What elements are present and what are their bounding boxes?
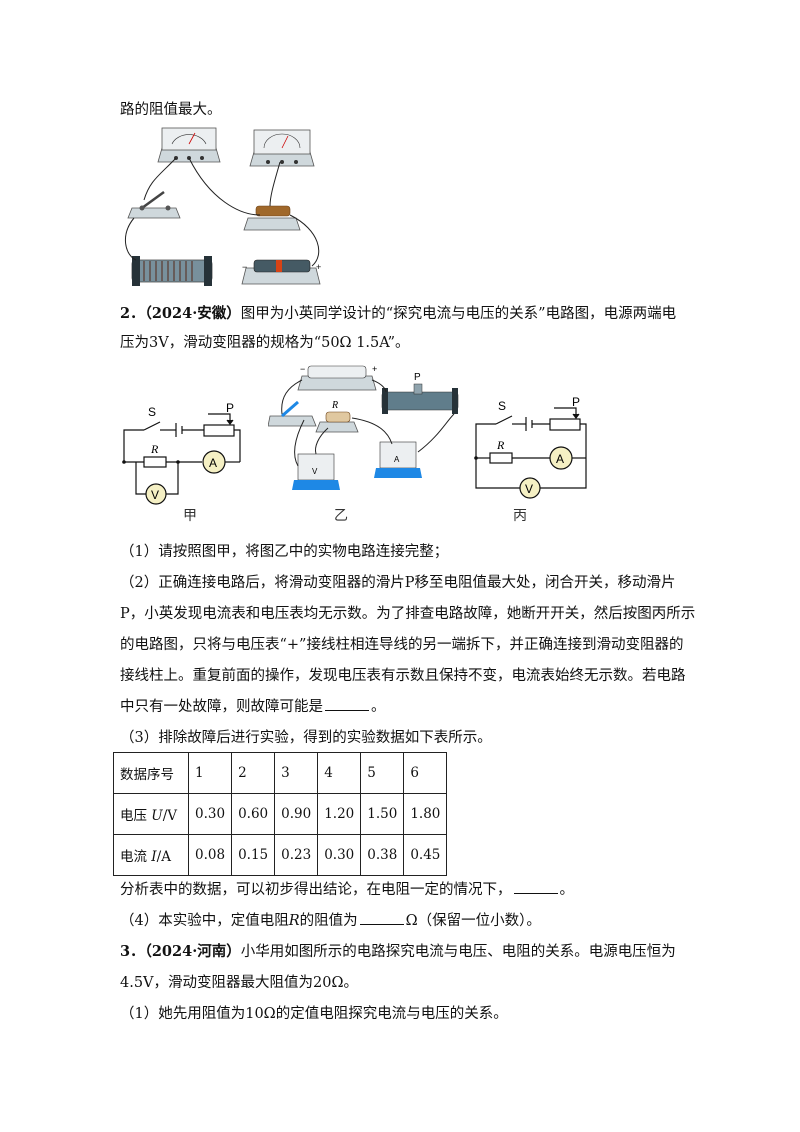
circuit-diagram-bing: S P R A V xyxy=(474,396,587,499)
figure-label-bing: 丙 xyxy=(513,508,527,524)
voltmeter-device xyxy=(249,129,315,167)
apparatus-figure-yi: − + P R V A xyxy=(268,364,459,490)
switch-label: S xyxy=(148,405,156,419)
cell-unit: /A xyxy=(156,849,171,865)
table-row: 电压 U/V 0.30 0.60 0.90 1.20 1.50 1.80 xyxy=(113,793,448,835)
answer-blank[interactable] xyxy=(513,881,558,894)
table-row: 电流 I/A 0.08 0.15 0.23 0.30 0.38 0.45 xyxy=(113,834,448,876)
text-span: 的阻值为 xyxy=(299,913,358,929)
table-cell: 2 xyxy=(231,752,276,794)
table-cell: 0.38 xyxy=(360,834,405,876)
cell-text: 电压 xyxy=(120,808,152,824)
slider-label: P xyxy=(226,402,234,415)
table-cell: 1.20 xyxy=(317,793,362,835)
answer-blank[interactable] xyxy=(325,698,369,711)
table-header-cell: 电流 I/A xyxy=(113,834,189,876)
battery-plus: + xyxy=(372,364,377,374)
cell-var: U xyxy=(151,808,163,824)
sub-question-2-line-1: （2）正确连接电路后，将滑动变阻器的滑片P移至电阻值最大处，闭合开关，移动滑片 xyxy=(120,575,676,591)
data-table: 数据序号 1 2 3 4 5 6 电压 U/V 0.30 0.60 0.90 1… xyxy=(113,752,448,876)
rheostat xyxy=(131,256,213,286)
question-text: 小华用如图所示的电路探究电流与电压、电阻的关系。电源电压恒为 xyxy=(240,944,676,960)
sub-question-2-line-4: 接线柱上。重复前面的操作，发现电压表有示数且保持不变，电流表始终无示数。若电路 xyxy=(120,668,686,684)
sub-question-4: （4）本实验中，定值电阻R的阻值为 Ω（保留一位小数）。 xyxy=(120,911,541,931)
table-cell: 0.08 xyxy=(187,834,233,876)
battery-minus: − xyxy=(300,364,305,374)
table-cell: 5 xyxy=(360,752,405,794)
table-header-cell: 数据序号 xyxy=(113,752,189,794)
question-3-sub-1: （1）她先用阻值为10Ω的定值电阻探究电流与电压的关系。 xyxy=(120,1006,508,1022)
voltmeter-symbol: V xyxy=(151,488,159,502)
table-cell: 4 xyxy=(317,752,362,794)
sub-question-2-line-5: 中只有一处故障，则故障可能是 。 xyxy=(120,697,386,717)
table-cell: 0.15 xyxy=(231,834,276,876)
slider-label: P xyxy=(572,396,580,409)
voltmeter-face-label: V xyxy=(312,467,318,476)
answer-blank[interactable] xyxy=(359,912,404,925)
table-header-cell: 电压 U/V xyxy=(113,793,189,835)
resistor-label: R xyxy=(496,438,505,452)
cell-text: 电流 xyxy=(120,849,152,865)
question-source: （2024·安徽） xyxy=(144,305,241,322)
question-source: （2024·河南） xyxy=(144,943,241,960)
cell-unit: /V xyxy=(162,808,177,824)
text-span: （4）本实验中，定值电阻 xyxy=(120,913,289,929)
ammeter-face-label: A xyxy=(394,455,400,464)
conclusion-line: 分析表中的数据，可以初步得出结论，在电阻一定的情况下， 。 xyxy=(120,880,574,900)
plus-label: + xyxy=(316,262,321,272)
text-span: Ω（保留一位小数）。 xyxy=(405,913,541,929)
sub-question-3: （3）排除故障后进行实验，得到的实验数据如下表所示。 xyxy=(120,730,492,746)
table-row: 数据序号 1 2 3 4 5 6 xyxy=(113,752,448,794)
battery xyxy=(241,259,321,285)
table-cell: 0.90 xyxy=(274,793,319,835)
question-2-line-2: 压为3V，滑动变阻器的规格为“50Ω 1.5A”。 xyxy=(120,335,410,351)
text-line: 路的阻值最大。 xyxy=(120,102,222,118)
table-cell: 0.30 xyxy=(187,793,233,835)
ammeter-symbol: A xyxy=(209,456,217,470)
table-cell: 0.30 xyxy=(317,834,362,876)
ammeter-device xyxy=(157,127,221,163)
text-span: 分析表中的数据，可以初步得出结论，在电阻一定的情况下， xyxy=(120,882,512,898)
cell-var: I xyxy=(151,849,157,865)
rheostat-slider-label: P xyxy=(414,372,421,383)
question-number: 2． xyxy=(120,305,145,322)
table-cell: 1.50 xyxy=(360,793,405,835)
table-cell: 0.45 xyxy=(403,834,448,876)
voltmeter-symbol: V xyxy=(525,482,533,496)
circuit-diagram-jia: S P R A V xyxy=(122,402,241,505)
sub-question-1: （1）请按照图甲，将图乙中的实物电路连接完整； xyxy=(120,544,449,560)
ammeter-symbol: A xyxy=(556,452,564,466)
sub-question-2-line-3: 的电路图，只将与电压表“+”接线柱相连导线的另一端拆下，并正确连接到滑动变阻器的 xyxy=(120,637,684,653)
minus-label: − xyxy=(242,262,247,272)
table-cell: 1.80 xyxy=(403,793,448,835)
text-span: 中只有一处故障，则故障可能是 xyxy=(120,699,323,715)
table-cell: 0.60 xyxy=(231,793,276,835)
cell-text: 数据序号 xyxy=(120,767,174,783)
resistor-label: R xyxy=(150,442,159,456)
question-number: 3． xyxy=(120,943,145,960)
question-3-line-1: 3．（2024·河南）小华用如图所示的电路探究电流与电压、电阻的关系。电源电压恒… xyxy=(120,942,676,962)
text-span: 。 xyxy=(371,699,386,715)
sub-question-2-line-2: P，小英发现电流表和电压表均无示数。为了排查电路故障，她断开开关，然后按图丙所示 xyxy=(120,606,696,622)
question-2-line-1: 2．（2024·安徽）图甲为小英同学设计的“探究电流与电压的关系”电路图，电源两… xyxy=(120,304,676,324)
figure-label-yi: 乙 xyxy=(334,508,348,524)
table-cell: 0.23 xyxy=(274,834,319,876)
fixed-resistor xyxy=(243,205,301,231)
table-cell: 3 xyxy=(274,752,319,794)
question-3-line-2: 4.5V，滑动变阻器最大阻值为20Ω。 xyxy=(120,975,359,991)
switch-label: S xyxy=(498,399,506,413)
apparatus-figure-top: − + xyxy=(125,127,321,286)
text-span: 。 xyxy=(559,882,575,898)
figure-label-jia: 甲 xyxy=(183,508,197,524)
question-text: 图甲为小英同学设计的“探究电流与电压的关系”电路图，电源两端电 xyxy=(240,306,677,322)
table-cell: 6 xyxy=(403,752,448,794)
table-cell: 1 xyxy=(187,752,233,794)
knife-switch xyxy=(127,190,181,219)
resistor-variable: R xyxy=(288,913,300,929)
resistor-R-label: R xyxy=(331,400,338,411)
